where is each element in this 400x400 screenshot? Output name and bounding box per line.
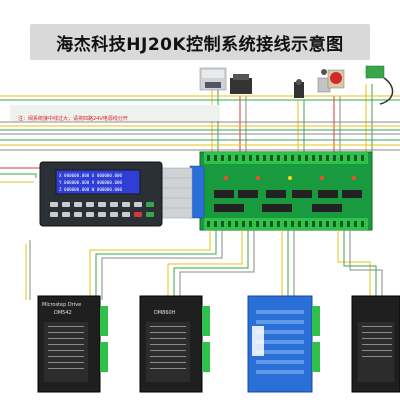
bottom-terminal-screws: [207, 221, 364, 227]
power-relay: [230, 74, 252, 94]
hj20k-controller: X 000000.000 U 000000.000 Y 000000.000 V…: [39, 161, 163, 227]
stepper-driver-3: [247, 295, 320, 393]
controller-run-key: [146, 212, 154, 217]
solid-state-relay: [199, 67, 227, 91]
top-terminal-screws: [207, 155, 364, 161]
warning-note: 注：阀系统接中线过大，请将四路24V电源线分开: [10, 105, 220, 122]
driver-wires: [25, 230, 383, 300]
driver-3-terminal-top: [312, 306, 320, 336]
driver-1-terminal-top: [100, 306, 108, 336]
diagram-title-bar: 海杰科技HJ20K控制系统接线示意图: [30, 24, 370, 60]
status-leds: [224, 176, 356, 180]
stepper-driver-1: Microstep Drive DM542: [37, 295, 108, 393]
controller-keypad: [50, 202, 142, 217]
proximity-sensor-left: [294, 79, 304, 98]
inductive-sensor: [365, 65, 394, 105]
lcd-line-3: Z 000000.000 W 000000.000: [59, 187, 123, 192]
driver-3-terminal-bottom: [312, 342, 320, 372]
controller-stop-key: [134, 212, 142, 217]
controller-start-key: [146, 202, 154, 207]
driver-2-model: DM860H: [154, 310, 176, 316]
lcd-line-2: Y 000000.000 V 000000.000: [59, 180, 123, 185]
lcd-text: X 000000.000 U 000000.000 Y 000000.000 V…: [59, 173, 123, 192]
lcd-screen: [55, 169, 141, 195]
driver-1-model: DM542: [54, 310, 72, 316]
stepper-driver-2: DM860H: [139, 295, 210, 393]
driver-1-terminal-bottom: [100, 342, 108, 372]
driver-2-terminal-top: [202, 306, 210, 336]
driver-1-brand: Microstep Drive: [42, 302, 81, 308]
stepper-driver-4: [351, 295, 400, 393]
lcd-line-1: X 000000.000 U 000000.000: [59, 173, 123, 178]
ribbon-cable: [159, 167, 193, 219]
breakout-board: [189, 151, 373, 231]
driver-2-terminal-bottom: [202, 342, 210, 372]
warning-note-text: 注：阀系统接中线过大，请将四路24V电源线分开: [18, 116, 128, 122]
board-ics: [214, 190, 362, 212]
top-wires: [0, 84, 400, 183]
diagram-title: 海杰科技HJ20K控制系统接线示意图: [56, 34, 344, 55]
emergency-stop-button: [327, 69, 345, 89]
